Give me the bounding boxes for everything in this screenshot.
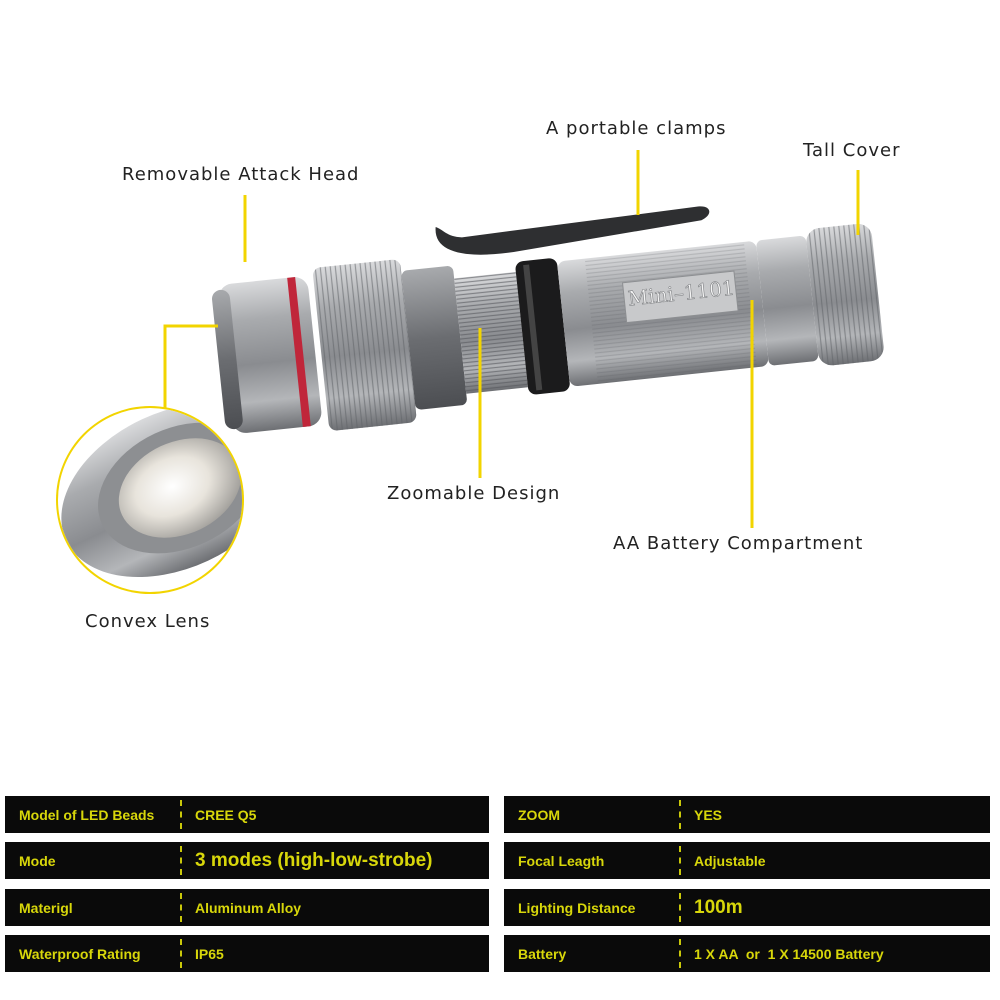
spec-value: Adjustable <box>694 852 766 869</box>
spec-key: Materigl <box>19 899 73 916</box>
spec-row: Focal Leagth Adjustable <box>504 842 990 879</box>
spec-table: Model of LED Beads CREE Q5 Mode 3 modes … <box>0 790 1000 980</box>
callout-zoomable: Zoomable Design <box>387 483 561 504</box>
spec-divider <box>679 893 681 922</box>
spec-row: Battery 1 X AA or 1 X 14500 Battery <box>504 935 990 972</box>
spec-divider <box>180 800 182 829</box>
spec-value: YES <box>694 806 723 823</box>
callout-convex-lens: Convex Lens <box>85 611 211 632</box>
spec-key: Waterproof Rating <box>19 945 141 962</box>
convex-lens-closeup <box>56 406 244 594</box>
spec-key: Model of LED Beads <box>19 806 155 823</box>
spec-row: Lighting Distance 100m <box>504 889 990 926</box>
spec-value: 1 X AA or 1 X 14500 Battery <box>694 945 884 962</box>
leader-lines <box>163 150 860 528</box>
spec-row: Waterproof Rating IP65 <box>5 935 489 972</box>
flashlight-body <box>212 206 884 433</box>
spec-divider <box>180 846 182 875</box>
spec-divider <box>180 939 182 968</box>
callout-removable-head: Removable Attack Head <box>122 164 360 185</box>
spec-divider <box>679 800 681 829</box>
spec-key: ZOOM <box>518 806 560 823</box>
spec-row: Model of LED Beads CREE Q5 <box>5 796 489 833</box>
spec-divider <box>679 846 681 875</box>
callout-clamp: A portable clamps <box>546 118 727 139</box>
spec-value: IP65 <box>195 945 224 962</box>
flashlight-illustration: Mini–1101 <box>56 150 884 594</box>
spec-key: Lighting Distance <box>518 899 636 916</box>
spec-row: ZOOM YES <box>504 796 990 833</box>
callout-battery-compartment: AA Battery Compartment <box>613 533 864 554</box>
spec-value: 3 modes (high-low-strobe) <box>195 849 433 871</box>
spec-divider <box>180 893 182 922</box>
spec-value: Aluminum Alloy <box>195 899 302 916</box>
spec-key: Battery <box>518 945 567 962</box>
spec-row: Materigl Aluminum Alloy <box>5 889 489 926</box>
spec-value: CREE Q5 <box>195 806 257 823</box>
callout-tail-cover: Tall Cover <box>803 140 901 161</box>
spec-key: Focal Leagth <box>518 852 605 869</box>
spec-divider <box>679 939 681 968</box>
spec-value: 100m <box>694 896 743 918</box>
spec-key: Mode <box>19 852 56 869</box>
spec-row: Mode 3 modes (high-low-strobe) <box>5 842 489 879</box>
